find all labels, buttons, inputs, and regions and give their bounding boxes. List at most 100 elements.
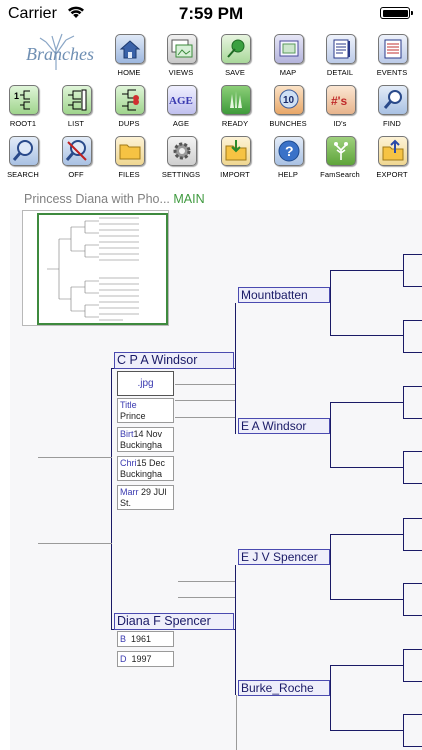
dups-label: DUPS	[118, 119, 140, 128]
person-maternal-grandfather[interactable]: E J V Spencer	[238, 549, 330, 565]
find-button[interactable]: FIND	[366, 83, 418, 133]
files-button[interactable]: FILES	[103, 134, 155, 184]
connector	[403, 714, 422, 716]
import-button[interactable]: IMPORT	[209, 134, 261, 184]
root-icon: 1	[9, 85, 39, 115]
person-maternal-grandmother[interactable]: Burke_Roche	[238, 680, 330, 696]
famsearch-button[interactable]: FamSearch	[314, 134, 366, 184]
fact-chr-date: 15 Dec	[136, 458, 166, 468]
fact-title-key: Title	[120, 400, 137, 410]
connector	[403, 483, 422, 485]
guide-line	[175, 417, 235, 418]
connector	[330, 270, 332, 336]
ids-button[interactable]: #'s ID's	[314, 83, 366, 133]
fact-christening[interactable]: Chri15 Dec Buckingha	[117, 456, 174, 481]
folder-icon	[115, 136, 145, 166]
connector	[403, 418, 422, 420]
ready-button[interactable]: READY	[209, 83, 261, 133]
minimap[interactable]	[22, 210, 169, 326]
fact-birth-key: Birt	[120, 429, 134, 439]
person-father[interactable]: C P A Windsor	[114, 352, 234, 369]
fact-mother-birth[interactable]: B 1961	[117, 631, 174, 647]
connector	[403, 649, 405, 681]
detail-label: DETAIL	[326, 68, 354, 77]
fact-birth[interactable]: Birt14 Nov Buckingha	[117, 427, 174, 452]
ready-label: READY	[221, 119, 249, 128]
events-icon	[378, 34, 408, 64]
branches-logo[interactable]: Branches	[22, 30, 94, 72]
connector	[403, 649, 422, 651]
svg-text:?: ?	[285, 143, 294, 159]
map-button[interactable]: MAP	[262, 32, 314, 82]
off-button[interactable]: OFF	[50, 134, 102, 184]
connector	[330, 534, 332, 600]
person-mother[interactable]: Diana F Spencer	[114, 613, 234, 630]
logo-text: Branches	[26, 44, 94, 64]
connector	[403, 386, 422, 388]
root1-button[interactable]: 1 ROOT1	[0, 83, 49, 133]
home-icon	[115, 34, 145, 64]
carrier-label: Carrier	[8, 5, 57, 22]
connector	[403, 286, 422, 288]
connector	[403, 320, 405, 352]
dups-button[interactable]: DUPS	[103, 83, 155, 133]
fact-mother-death-key: D	[120, 654, 127, 664]
connector	[403, 746, 422, 748]
settings-button[interactable]: SETTINGS	[155, 134, 207, 184]
connector	[403, 451, 422, 453]
pin-icon	[221, 34, 251, 64]
fact-marriage[interactable]: Marr 29 JUl St.	[117, 485, 174, 510]
map-icon	[274, 34, 304, 64]
export-icon	[378, 136, 408, 166]
connector	[111, 368, 113, 630]
events-button[interactable]: EVENTS	[366, 32, 418, 82]
document-title[interactable]: Princess Diana with Pho... MAIN	[24, 192, 205, 206]
connector	[403, 254, 405, 286]
connector	[403, 681, 422, 683]
person-paternal-grandmother[interactable]: E A Windsor	[238, 418, 330, 434]
connector	[330, 402, 404, 404]
fact-mother-death[interactable]: D 1997	[117, 651, 174, 667]
off-label: OFF	[68, 170, 84, 179]
guide-line	[175, 384, 235, 385]
connector	[330, 534, 404, 536]
help-label: HELP	[278, 170, 298, 179]
bunches-button[interactable]: 10 BUNCHES	[262, 83, 314, 133]
connector	[403, 352, 422, 354]
photo-box[interactable]: .jpg	[117, 371, 174, 396]
fact-mother-death-value: 1997	[131, 654, 152, 664]
fact-title[interactable]: Title Prince	[117, 398, 174, 423]
gear-icon	[167, 136, 197, 166]
wifi-icon	[66, 4, 86, 25]
map-label: MAP	[279, 68, 297, 77]
svg-text:#'s: #'s	[331, 94, 348, 108]
famsearch-label: FamSearch	[320, 170, 360, 179]
connector	[403, 320, 422, 322]
save-button[interactable]: SAVE	[209, 32, 261, 82]
home-label: HOME	[117, 68, 141, 77]
find-label: FIND	[383, 119, 401, 128]
minimap-viewport[interactable]	[37, 213, 168, 325]
fact-marr-place: St.	[120, 498, 132, 508]
export-button[interactable]: EXPORT	[366, 134, 418, 184]
connector	[403, 451, 405, 483]
person-paternal-grandfather[interactable]: Mountbatten	[238, 287, 330, 303]
fact-marr-key: Marr	[120, 487, 139, 497]
help-icon: ?	[274, 136, 304, 166]
help-button[interactable]: ? HELP	[262, 134, 314, 184]
svg-text:10: 10	[283, 95, 295, 106]
age-button[interactable]: AGE AGE	[155, 83, 207, 133]
list-button[interactable]: LIST	[50, 83, 102, 133]
guide-line	[38, 457, 112, 458]
find-icon	[378, 85, 408, 115]
home-button[interactable]: HOME	[103, 32, 155, 82]
view-name: MAIN	[173, 192, 205, 206]
detail-button[interactable]: DETAIL	[314, 32, 366, 82]
connector	[330, 599, 404, 601]
connector	[330, 730, 404, 732]
views-button[interactable]: VIEWS	[155, 32, 207, 82]
status-bar: Carrier 7:59 PM	[0, 0, 422, 28]
connector	[330, 335, 404, 337]
search-button[interactable]: SEARCH	[0, 134, 49, 184]
toolbar: HOME VIEWS SAVE MAP DETAIL EVENTS 1	[0, 30, 422, 182]
